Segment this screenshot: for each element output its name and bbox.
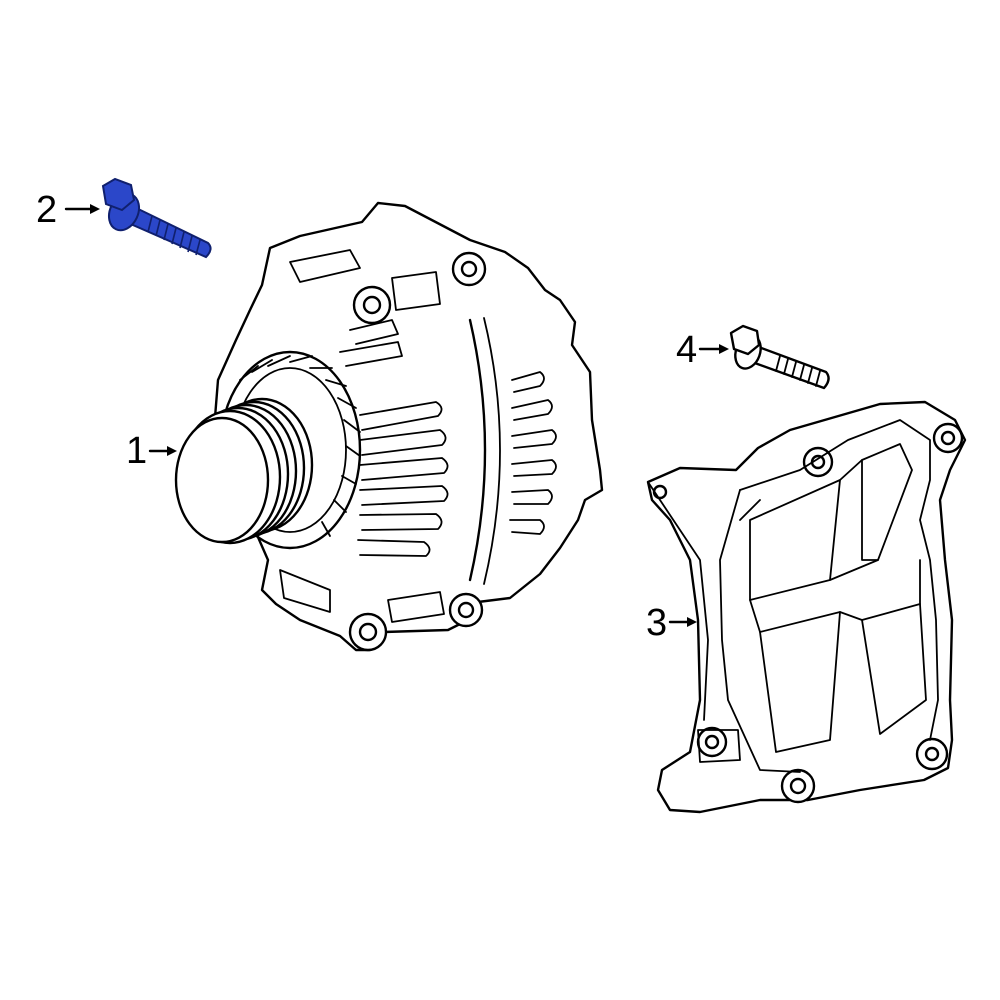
bracket-left-edge-detail [647,481,709,721]
alternator-lower-box [387,591,445,623]
callout-2[interactable]: 2 [36,189,100,231]
bracket-ear-bottom-right-hole [924,746,940,762]
callout-2-arrowhead [90,204,100,214]
bracket-ear-left-hole [704,734,720,750]
bolt-4-threads [775,355,821,387]
bracket-plate [646,400,967,814]
alternator-rear-ear-hole [460,260,478,278]
callout-1-number: 1 [126,430,147,472]
callout-3-number: 3 [646,602,667,644]
alternator-rear-fins [509,371,557,535]
alternator-housing-seam [468,318,487,582]
pulley-face [174,416,270,544]
bolt-part-4[interactable] [729,324,830,390]
bracket-ear-bottom-hole [789,777,807,795]
callout-3-arrowhead [687,617,697,627]
alternator-top-box [391,271,441,311]
callout-4[interactable]: 4 [676,329,729,371]
callout-2-number: 2 [36,189,57,231]
bracket-ribs [719,419,939,773]
bracket-small-hole [652,484,668,500]
callout-1-arrowhead [167,446,177,456]
bolt-2-hex-head [101,177,136,212]
bolt-part-2[interactable] [101,177,212,259]
callout-3[interactable]: 3 [646,602,697,644]
alternator-top-ear-hole [362,295,382,315]
alternator-bottom-rear-ear-hole [457,601,475,619]
alternator-fan-blades [239,355,361,537]
alternator-pulley[interactable] [174,397,314,545]
bracket-ear-top-right-hole [940,430,956,446]
alternator-cooling-fins [339,319,449,557]
bracket-part-3[interactable] [646,400,967,814]
alternator-bottom-ear-hole [358,622,378,642]
alternator-part-1[interactable] [174,201,604,652]
callout-4-arrowhead [719,344,729,354]
callout-1[interactable]: 1 [126,430,177,472]
bolt-2-threads [147,215,201,256]
alternator-housing-seam-inner [483,317,501,585]
bracket-lower-tab [697,729,741,763]
alternator-lower-bracket [279,569,331,613]
callout-4-number: 4 [676,329,697,371]
alternator-top-slot [289,249,361,283]
bolt-4-hex-head [729,324,761,356]
